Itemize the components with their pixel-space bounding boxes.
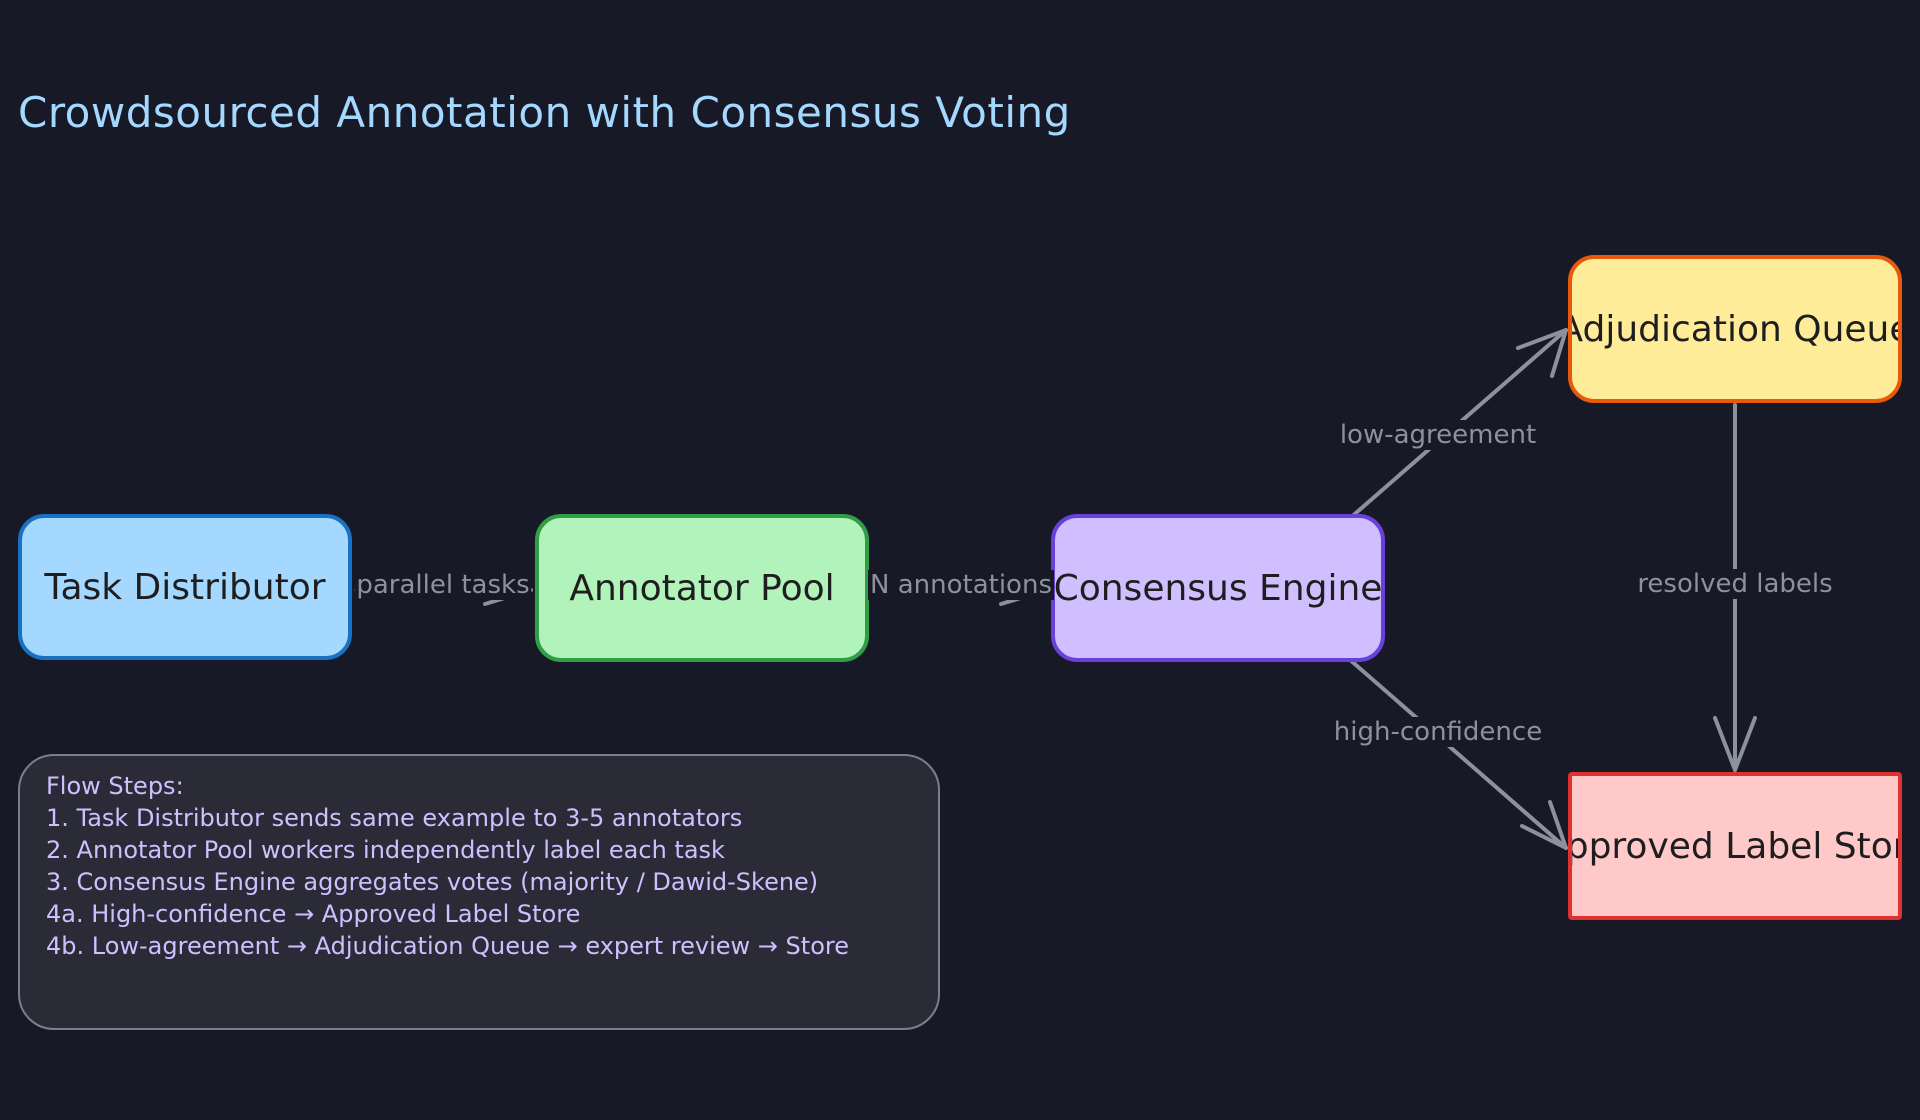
edge-label-n-annotations: N annotations [868,570,1054,600]
adjudication-queue-node[interactable]: Adjudication Queue [1568,255,1902,403]
consensus-engine-node[interactable]: Consensus Engine [1051,514,1385,662]
diagram-title: Crowdsourced Annotation with Consensus V… [18,88,1071,137]
flow-step-2: 2. Annotator Pool workers independently … [46,836,725,864]
flow-steps-heading: Flow Steps: [46,772,184,800]
edge-consensus-to-store-arrowhead [1520,800,1568,850]
edge-adjudication-to-store-arrowhead [1713,716,1757,772]
edge-label-high-confidence: high-confidence [1331,717,1545,747]
edge-label-resolved-labels: resolved labels [1635,569,1835,599]
edge-label-low-agreement: low-agreement [1337,420,1539,450]
flow-steps-note: Flow Steps: 1. Task Distributor sends sa… [18,754,940,1030]
edge-label-parallel-tasks: parallel tasks [354,570,532,600]
flow-step-3: 3. Consensus Engine aggregates votes (ma… [46,868,819,896]
annotator-pool-node[interactable]: Annotator Pool [535,514,869,662]
annotator-pool-label: Annotator Pool [569,567,835,609]
task-distributor-node[interactable]: Task Distributor [18,514,352,660]
flow-step-4b: 4b. Low-agreement → Adjudication Queue →… [46,932,849,960]
flow-step-4a: 4a. High-confidence → Approved Label Sto… [46,900,581,928]
consensus-engine-label: Consensus Engine [1053,567,1383,609]
flow-step-1: 1. Task Distributor sends same example t… [46,804,743,832]
adjudication-queue-label: Adjudication Queue [1568,308,1902,350]
edge-consensus-to-adjudication-arrowhead [1516,328,1568,378]
approved-label-store-label: Approved Label Store [1568,825,1898,867]
task-distributor-label: Task Distributor [44,566,326,608]
approved-label-store-node[interactable]: Approved Label Store [1568,772,1902,920]
